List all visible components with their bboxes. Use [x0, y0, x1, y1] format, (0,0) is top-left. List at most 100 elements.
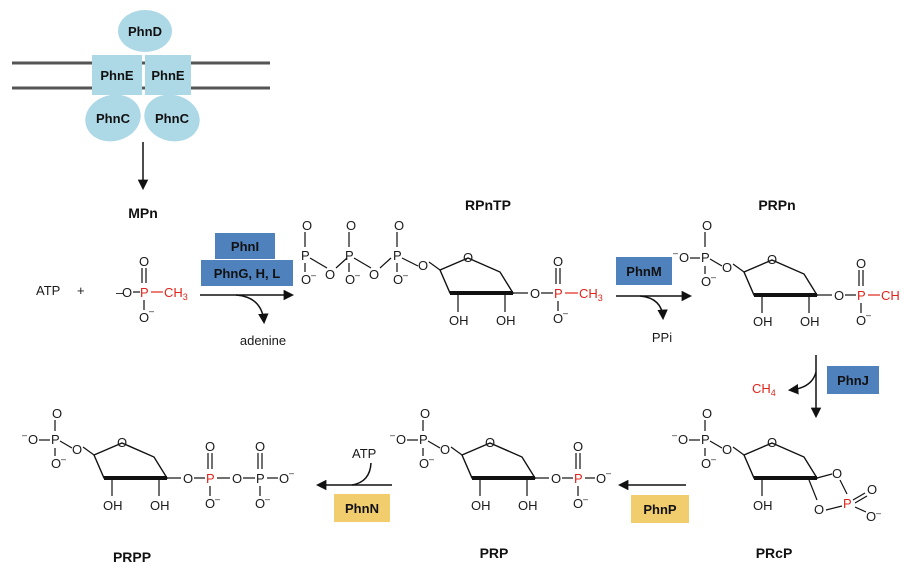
- pp-OP3right: O: [279, 471, 289, 486]
- phnJ-label: PhnJ: [837, 373, 869, 388]
- pr-OPbot: O: [573, 496, 583, 511]
- pp-OH2: OH: [150, 498, 170, 513]
- rp-O2b: O: [345, 272, 355, 287]
- pp-OP3bot: O: [255, 496, 265, 511]
- rp-O12: O: [325, 267, 335, 282]
- pp-Obridge: O: [232, 471, 242, 486]
- phnE-left-label: PhnE: [100, 68, 134, 83]
- svg-text:CH3: CH3: [579, 286, 603, 303]
- phnP-label: PhnP: [643, 502, 677, 517]
- pr-m1: –: [429, 454, 434, 464]
- rp-ring-O: O: [463, 250, 473, 265]
- pr-O1p: O: [551, 471, 561, 486]
- rpntp-label: RPnTP: [465, 197, 511, 213]
- pr-Ob: O: [419, 456, 429, 471]
- pr-ring-O: O: [485, 435, 495, 450]
- mpn-label: MPn: [128, 205, 158, 221]
- cp-Ob: O: [701, 456, 711, 471]
- phnC-left-label: PhnC: [96, 111, 131, 126]
- prpn-label: PRPn: [758, 197, 795, 213]
- pr-OPtop: O: [573, 439, 583, 454]
- phnE-right-label: PhnE: [151, 68, 185, 83]
- methylphosphonate-structure: – O P O O – CH3: [116, 254, 188, 325]
- rp-mP: –: [563, 308, 568, 318]
- cp-OPb: O: [866, 509, 876, 524]
- pp-O1p: O: [183, 471, 193, 486]
- cp-OH: OH: [753, 498, 773, 513]
- phnD-protein: PhnD: [118, 10, 172, 52]
- rp-O1b: O: [301, 272, 311, 287]
- rp-OPtop: O: [553, 254, 563, 269]
- rp-ch3: CH: [579, 286, 598, 301]
- pn-O1: O: [702, 218, 712, 233]
- pn-OH1: OH: [753, 314, 773, 329]
- ch4-release-arrow: [787, 371, 817, 395]
- phnN-label: PhnN: [345, 501, 379, 516]
- adenine-label: adenine: [240, 333, 286, 348]
- cp-Pred: P: [843, 496, 852, 511]
- cp-Oleft: O: [678, 432, 688, 447]
- pn-Pred: P: [857, 288, 866, 303]
- pp-OP3top: O: [255, 439, 265, 454]
- ppi-release-arrow: [639, 295, 668, 321]
- phnI-label: PhnI: [231, 239, 259, 254]
- phnP-box: PhnP: [631, 495, 689, 523]
- pp-O1: O: [52, 406, 62, 421]
- rp-ch3-sub: 3: [598, 293, 603, 303]
- mp-O-top: O: [139, 254, 149, 269]
- phnM-label: PhnM: [626, 264, 661, 279]
- pr-OH2: OH: [518, 498, 538, 513]
- phnJ-box: PhnJ: [827, 366, 879, 394]
- pn-OH2: OH: [800, 314, 820, 329]
- rp-m3: –: [403, 270, 408, 280]
- rp-m2: –: [355, 270, 360, 280]
- pp-mP1: –: [215, 494, 220, 504]
- rp-P1: P: [301, 248, 310, 263]
- mp-ch3-sub: 3: [183, 292, 188, 302]
- adenine-release-arrow: [235, 294, 269, 325]
- rp-OH2: OH: [496, 313, 516, 328]
- pr-P1: P: [419, 432, 428, 447]
- atp2-label: ATP: [352, 446, 376, 461]
- pn-OPbot: O: [856, 313, 866, 328]
- prcp-structure: O – O P O – O O OH O O P O O –: [672, 406, 881, 524]
- pr-mP2: –: [606, 468, 611, 478]
- cp-O5: O: [722, 442, 732, 457]
- cp-m1: –: [711, 454, 716, 464]
- phnM-box: PhnM: [616, 257, 672, 285]
- pr-Oleft: O: [396, 432, 406, 447]
- pp-P3: P: [256, 471, 265, 486]
- rp-O2: O: [346, 218, 356, 233]
- pp-Pred: P: [206, 471, 215, 486]
- cp-m0: –: [672, 430, 677, 440]
- svg-text:·: ·: [464, 251, 468, 266]
- pn-Oleft: O: [679, 250, 689, 265]
- cp-mP: –: [876, 508, 881, 518]
- pp-m1: –: [61, 454, 66, 464]
- pp-OH1: OH: [103, 498, 123, 513]
- mp-minus: –: [116, 285, 124, 300]
- pn-ring-O: O: [767, 252, 777, 267]
- phnGHL-box: PhnG, H, L: [201, 260, 293, 286]
- svg-text:CH4: CH4: [752, 381, 776, 398]
- atp-label: ATP: [36, 283, 60, 298]
- rp-O3b: O: [393, 272, 403, 287]
- pp-m0: –: [22, 430, 27, 440]
- pr-OPright: O: [596, 471, 606, 486]
- pr-O1: O: [420, 406, 430, 421]
- pn-ch: CH: [881, 288, 900, 303]
- rpntp-structure: O P O – O O P O – O O P O – O · O OH OH: [301, 218, 603, 328]
- cp-Oa: O: [832, 466, 842, 481]
- mp-ch3: CH: [164, 285, 183, 300]
- pp-OPtop: O: [205, 439, 215, 454]
- mp-O-left: O: [122, 285, 132, 300]
- pn-m1: –: [711, 272, 716, 282]
- rp-O1: O: [302, 218, 312, 233]
- pr-OH1: OH: [471, 498, 491, 513]
- mp-minus-bottom: –: [149, 306, 154, 316]
- atp2-input-arrow: [351, 462, 372, 486]
- ppi-label: PPi: [652, 330, 672, 345]
- prcp-label: PRcP: [756, 545, 793, 561]
- phnD-label: PhnD: [128, 24, 162, 39]
